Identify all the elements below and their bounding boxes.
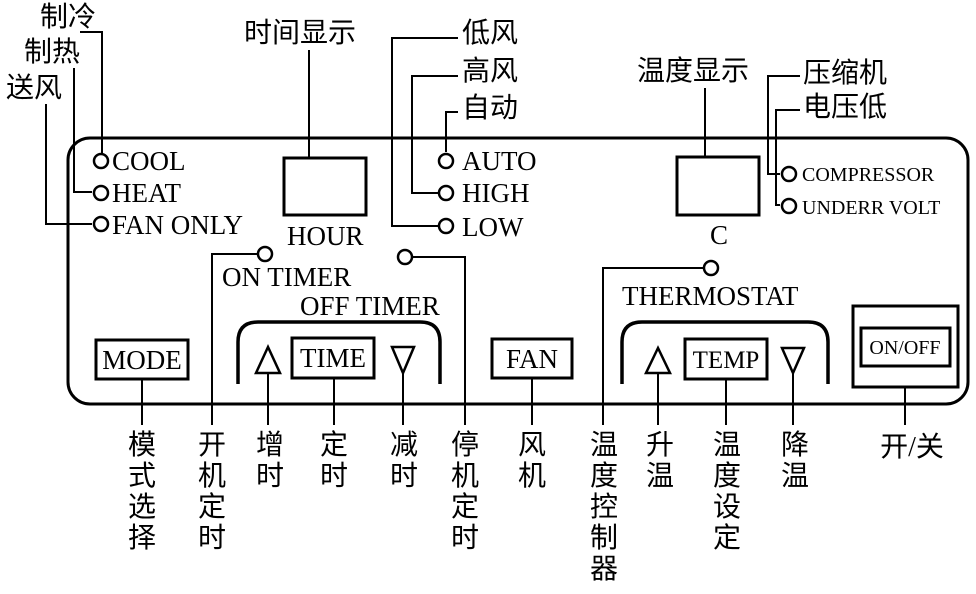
time-button-label: TIME	[300, 343, 366, 373]
led-fan-only	[92, 215, 110, 233]
callout-temp-down: 降温	[781, 429, 809, 492]
panel-outline	[66, 136, 970, 406]
leader-thermostat	[602, 267, 704, 425]
timer-group-bracket	[236, 320, 442, 384]
callout-temp-up: 升温	[646, 430, 674, 492]
label-thermostat: THERMOSTAT	[622, 281, 799, 311]
leader-fan-only	[45, 104, 92, 225]
temp-group-bracket	[620, 320, 830, 384]
led-high	[437, 184, 455, 202]
on-off-button[interactable]: ON/OFF	[851, 304, 960, 389]
on-off-button-label: ON/OFF	[869, 337, 940, 359]
callout-fan: 风机	[518, 430, 546, 492]
callout-on-timer: 开机定时	[198, 430, 226, 554]
time-down-button[interactable]	[390, 345, 416, 377]
led-off-timer	[396, 248, 414, 266]
time-display-box	[282, 156, 368, 217]
label-under-volt: UNDERR VOLT	[802, 197, 940, 219]
led-heat	[92, 184, 110, 202]
leader-under-volt	[775, 109, 800, 206]
leader-cool	[80, 31, 103, 153]
callout-off-timer: 停机定时	[451, 429, 479, 554]
mode-button-label: MODE	[102, 345, 182, 375]
temp-button[interactable]: TEMP	[683, 337, 769, 381]
callout-timer: 定时	[320, 429, 348, 492]
leader-off-timer	[412, 256, 466, 425]
fan-button-label: FAN	[506, 344, 558, 374]
callout-thermostat: 温度控制器	[590, 430, 618, 585]
led-low	[437, 217, 455, 235]
triangle-up-icon	[644, 345, 672, 375]
leader-auto	[445, 111, 458, 152]
leader-compressor	[767, 75, 800, 175]
mode-button[interactable]: MODE	[94, 338, 190, 381]
led-auto	[437, 152, 455, 170]
leader-heat	[73, 68, 92, 193]
label-high: HIGH	[462, 178, 530, 208]
temp-down-button[interactable]	[780, 346, 806, 377]
label-cool: COOL	[112, 146, 186, 176]
callout-auto: 自动	[462, 92, 518, 124]
temp-display-box	[675, 155, 761, 217]
time-up-button[interactable]	[254, 344, 282, 375]
callout-fan-only: 送风	[6, 72, 62, 104]
label-on-timer: ON TIMER	[222, 262, 351, 292]
fan-button[interactable]: FAN	[490, 337, 574, 380]
callout-low: 低风	[462, 17, 518, 49]
temp-button-label: TEMP	[693, 347, 760, 374]
callout-cool: 制冷	[40, 1, 96, 33]
callout-on-off: 开/关	[880, 431, 944, 463]
label-auto: AUTO	[462, 146, 537, 176]
callout-compressor: 压缩机	[803, 57, 887, 89]
label-heat: HEAT	[112, 178, 181, 208]
triangle-down-icon	[780, 346, 806, 377]
leader-low	[391, 37, 458, 227]
callout-heat: 制热	[24, 36, 80, 68]
led-cool	[92, 152, 110, 170]
triangle-down-icon	[390, 345, 416, 377]
label-temp-unit: C	[710, 220, 728, 250]
temp-up-button[interactable]	[644, 345, 672, 375]
label-off-timer: OFF TIMER	[300, 291, 440, 321]
callout-mode-select: 模式选择	[128, 429, 156, 554]
leader-high	[411, 75, 458, 194]
callout-temp-display: 温度显示	[637, 55, 749, 87]
label-low: LOW	[462, 212, 524, 242]
label-fan-only: FAN ONLY	[112, 210, 243, 240]
label-hour: HOUR	[287, 221, 364, 251]
callout-time-up: 增时	[256, 429, 284, 492]
label-compressor: COMPRESSOR	[802, 164, 935, 186]
led-under-volt	[780, 197, 798, 215]
leader-on-timer	[211, 253, 258, 425]
callout-temp-set: 温度设定	[713, 430, 741, 554]
led-thermostat	[702, 259, 720, 277]
time-button[interactable]: TIME	[290, 336, 376, 380]
led-compressor	[780, 165, 798, 183]
callout-time-down: 减时	[390, 429, 418, 492]
callout-high: 高风	[462, 55, 518, 87]
led-on-timer	[256, 245, 274, 263]
on-off-button-key	[859, 326, 952, 368]
callout-time-display: 时间显示	[244, 17, 356, 49]
callout-under-volt: 电压低	[803, 91, 887, 123]
triangle-up-icon	[254, 344, 282, 375]
